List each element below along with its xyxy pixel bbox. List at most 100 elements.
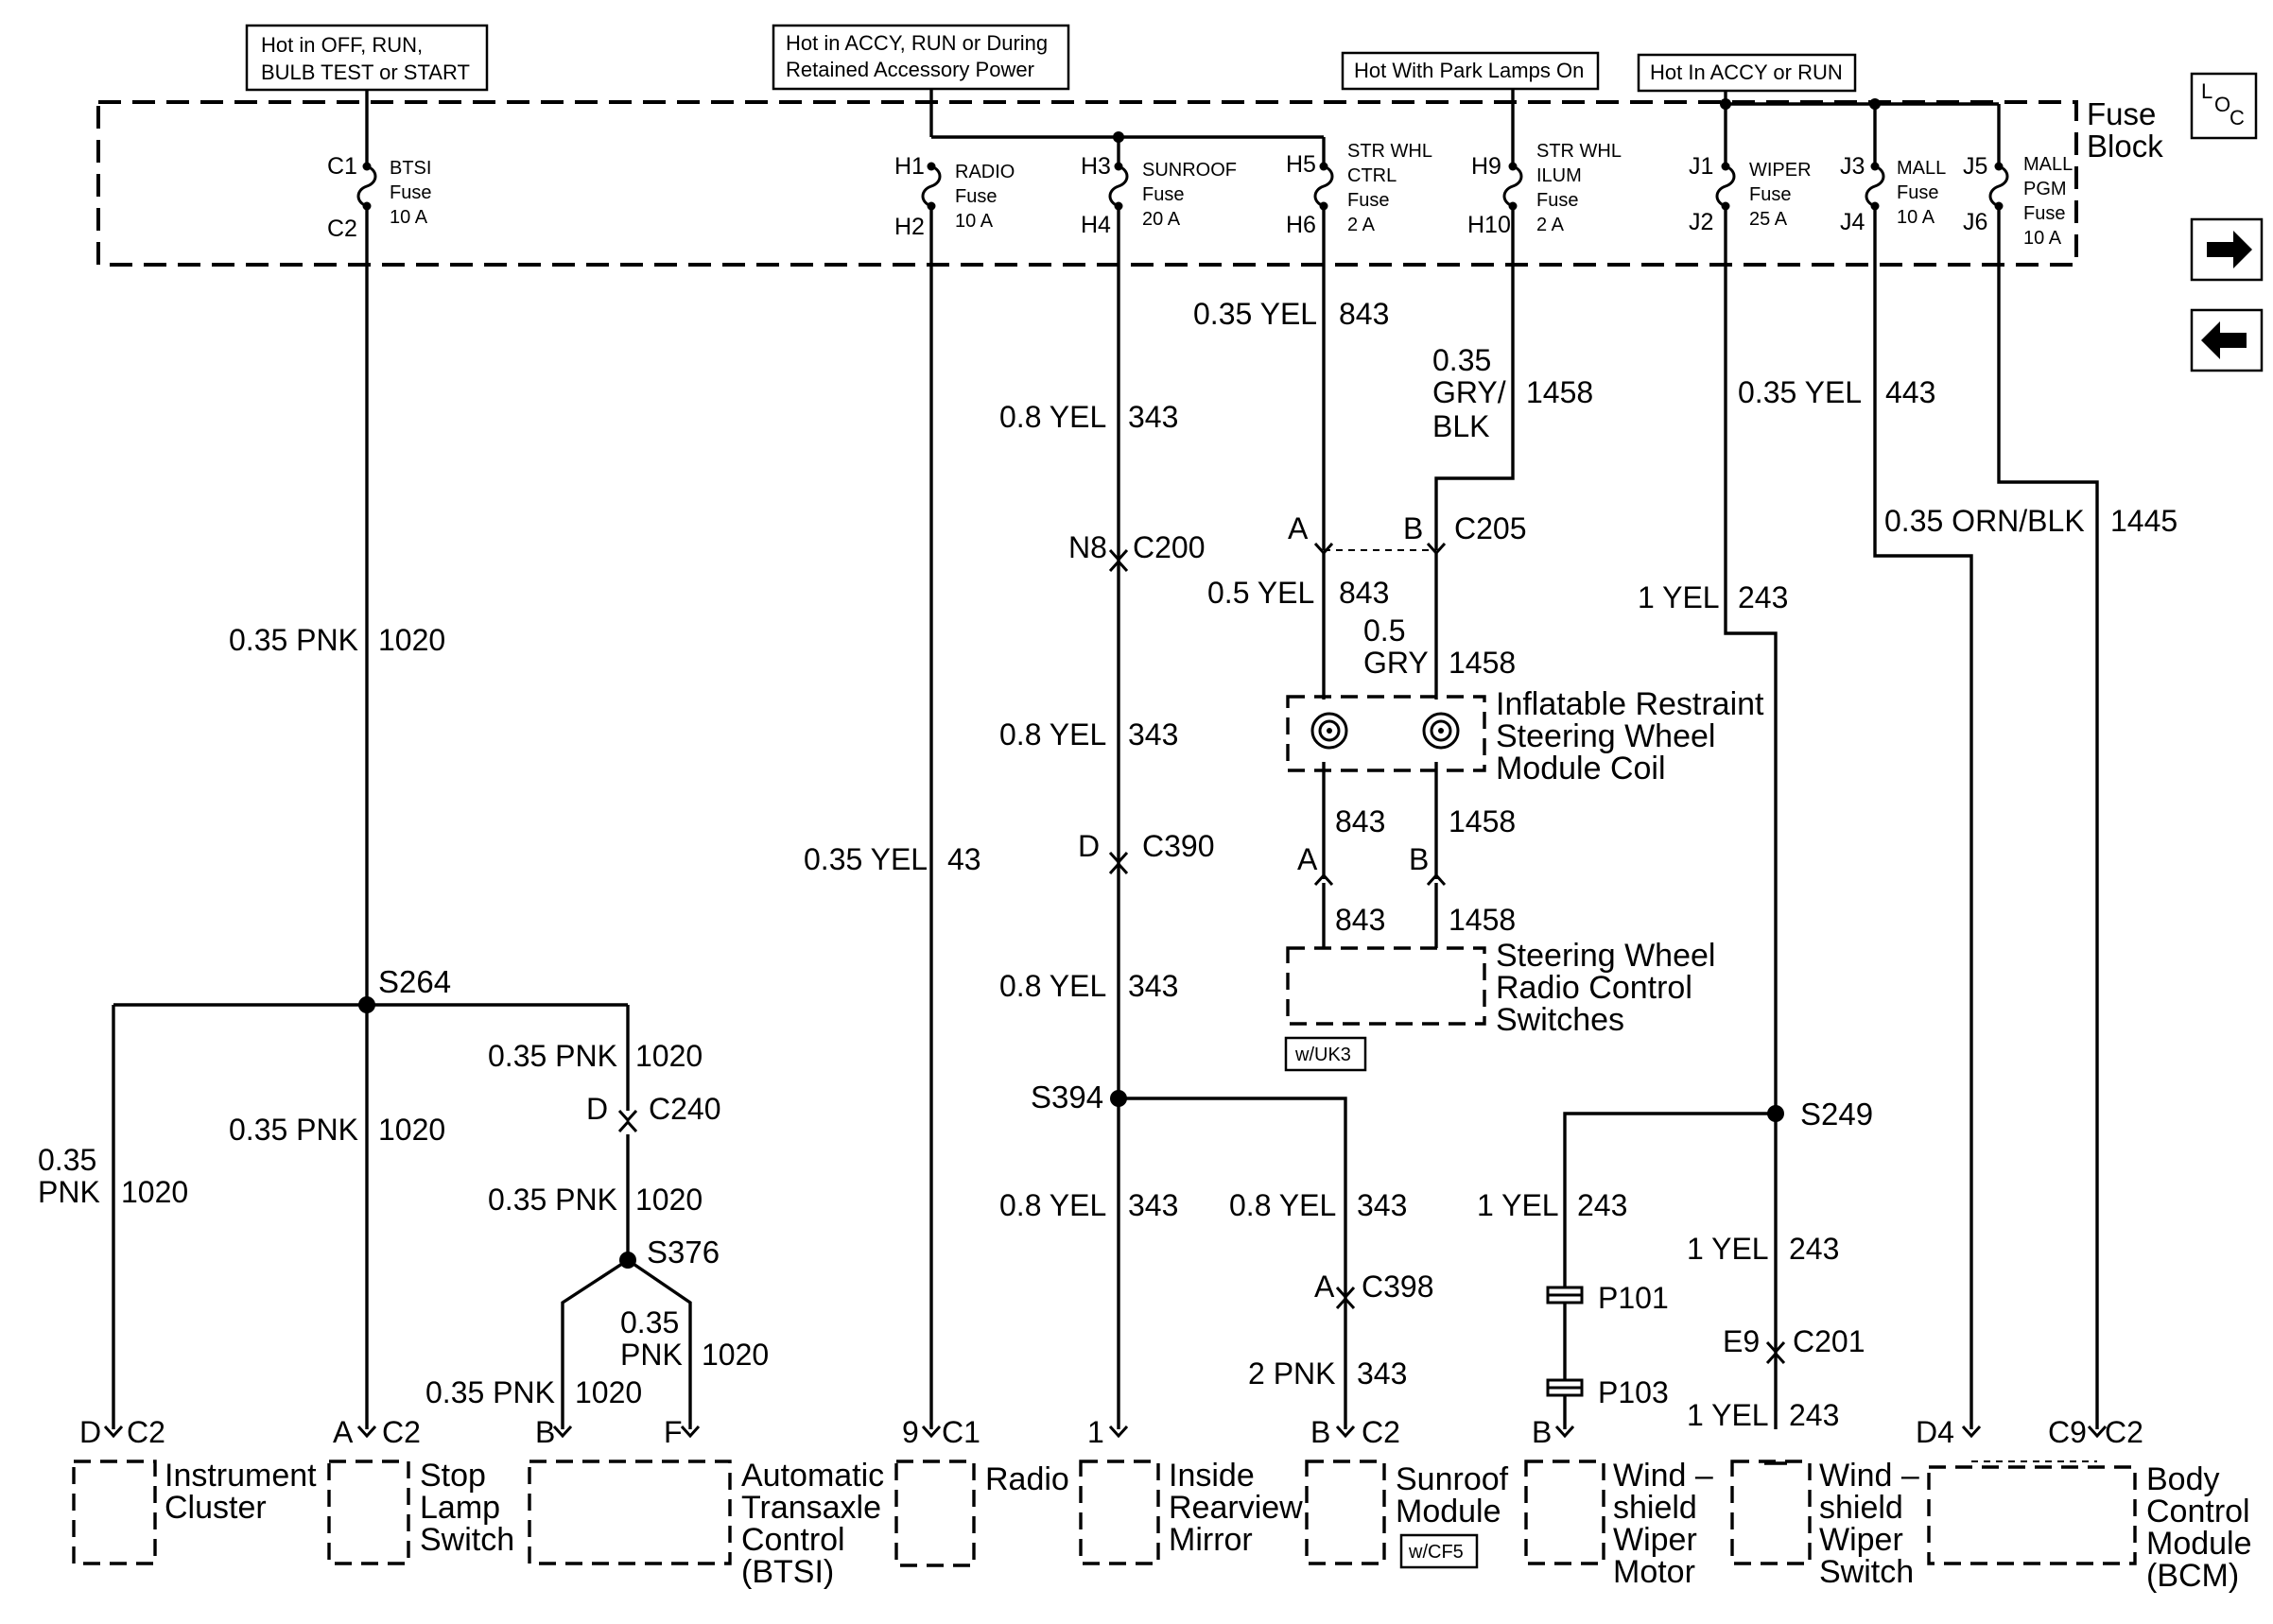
svg-text:1020: 1020 bbox=[635, 1183, 703, 1217]
arrow-left-icon bbox=[2201, 321, 2247, 359]
c205-label: C205 bbox=[1454, 511, 1527, 545]
svg-text:Instrument: Instrument bbox=[165, 1458, 317, 1494]
c205-pin-a: A bbox=[1288, 511, 1309, 545]
svg-text:843: 843 bbox=[1335, 903, 1385, 937]
svg-text:C2: C2 bbox=[382, 1415, 421, 1449]
fuse-str-whl-ctrl: H5 H6 STR WHL CTRL Fuse 2 A bbox=[1286, 141, 1432, 238]
svg-text:STR WHL: STR WHL bbox=[1347, 141, 1432, 162]
sunroof-module: B C2 Sunroof Module w/CF5 bbox=[1305, 1415, 1509, 1569]
fuse-block-outline bbox=[96, 100, 2078, 267]
splice-s249-label: S249 bbox=[1800, 1097, 1873, 1132]
svg-text:D4: D4 bbox=[1916, 1415, 1954, 1449]
svg-text:Switch: Switch bbox=[420, 1522, 514, 1558]
svg-text:Fuse: Fuse bbox=[390, 182, 431, 203]
svg-text:343: 343 bbox=[1128, 1188, 1178, 1222]
svg-text:0.35 PNK: 0.35 PNK bbox=[488, 1183, 617, 1217]
svg-text:Control: Control bbox=[2146, 1494, 2250, 1529]
svg-text:Rearview: Rearview bbox=[1169, 1490, 1303, 1526]
svg-text:Switches: Switches bbox=[1496, 1002, 1624, 1038]
svg-text:Fuse: Fuse bbox=[1897, 182, 1938, 203]
svg-text:shield: shield bbox=[1819, 1490, 1903, 1526]
next-page-button[interactable] bbox=[2190, 217, 2264, 282]
svg-text:25 A: 25 A bbox=[1749, 209, 1788, 230]
fuse-block-label: Fuse bbox=[2087, 96, 2156, 131]
svg-text:0.35: 0.35 bbox=[1432, 343, 1491, 377]
c240-label: C240 bbox=[649, 1092, 721, 1126]
svg-text:Motor: Motor bbox=[1613, 1554, 1695, 1590]
c390-pin: D bbox=[1078, 829, 1100, 863]
loc-button[interactable]: L O C bbox=[2190, 72, 2258, 140]
svg-text:GRY: GRY bbox=[1363, 646, 1429, 680]
previous-page-button[interactable] bbox=[2190, 308, 2264, 372]
automatic-transaxle-control: B F Automatic Transaxle Control (BTSI) bbox=[528, 1415, 884, 1590]
c201-pin: E9 bbox=[1723, 1324, 1760, 1358]
svg-text:Wiper: Wiper bbox=[1613, 1522, 1697, 1558]
svg-text:RADIO: RADIO bbox=[955, 162, 1015, 182]
splice-s264 bbox=[358, 996, 375, 1013]
svg-text:1 YEL: 1 YEL bbox=[1687, 1398, 1769, 1432]
svg-text:0.35 PNK: 0.35 PNK bbox=[488, 1039, 617, 1073]
svg-text:Fuse: Fuse bbox=[2023, 203, 2065, 224]
splice-s394-label: S394 bbox=[1031, 1080, 1103, 1114]
svg-text:Hot in ACCY, RUN or During: Hot in ACCY, RUN or During bbox=[786, 31, 1048, 55]
svg-text:1020: 1020 bbox=[635, 1039, 703, 1073]
svg-text:Steering Wheel: Steering Wheel bbox=[1496, 718, 1715, 754]
svg-text:0.8 YEL: 0.8 YEL bbox=[999, 1188, 1106, 1222]
radio-switches-label: Steering Wheel bbox=[1496, 938, 1715, 974]
svg-text:343: 343 bbox=[1128, 400, 1178, 434]
svg-text:J6: J6 bbox=[1963, 209, 1987, 235]
svg-text:43: 43 bbox=[947, 842, 981, 876]
svg-text:10 A: 10 A bbox=[2023, 228, 2062, 249]
p101-label: P101 bbox=[1598, 1281, 1669, 1315]
splice-s376-label: S376 bbox=[647, 1235, 720, 1270]
power-label-btsi: Hot in OFF, RUN, BULB TEST or START bbox=[245, 24, 489, 92]
coil-label: Inflatable Restraint bbox=[1496, 686, 1764, 722]
svg-text:MALL: MALL bbox=[2023, 154, 2073, 175]
svg-text:C2: C2 bbox=[2105, 1415, 2143, 1449]
svg-text:MALL: MALL bbox=[1897, 158, 1946, 179]
svg-text:H2: H2 bbox=[894, 214, 925, 240]
fuse-wiper: J1 J2 WIPER Fuse 25 A bbox=[1689, 153, 1812, 235]
c200-label: C200 bbox=[1133, 530, 1206, 564]
svg-text:0.8 YEL: 0.8 YEL bbox=[1229, 1188, 1336, 1222]
svg-text:B: B bbox=[1409, 842, 1429, 876]
svg-text:J5: J5 bbox=[1963, 153, 1987, 180]
svg-text:243: 243 bbox=[1738, 580, 1788, 614]
svg-text:1020: 1020 bbox=[702, 1338, 769, 1372]
radio: 9 C1 Radio bbox=[894, 1415, 1069, 1567]
c240-pin: D bbox=[586, 1092, 608, 1126]
svg-text:Radio Control: Radio Control bbox=[1496, 970, 1692, 1006]
fuse-radio: H1 H2 RADIO Fuse 10 A bbox=[894, 153, 1015, 240]
svg-text:Fuse: Fuse bbox=[1142, 184, 1184, 205]
svg-text:Inside: Inside bbox=[1169, 1458, 1255, 1494]
c200-pin: N8 bbox=[1068, 530, 1107, 564]
windshield-wiper-switch: Wind – shield Wiper Switch bbox=[1730, 1458, 1919, 1590]
svg-text:SUNROOF: SUNROOF bbox=[1142, 160, 1237, 181]
instrument-cluster: D C2 Instrument Cluster bbox=[72, 1415, 317, 1565]
svg-text:0.35 PNK: 0.35 PNK bbox=[229, 1113, 358, 1147]
splice-s264-label: S264 bbox=[378, 964, 451, 999]
svg-text:10 A: 10 A bbox=[1897, 207, 1935, 228]
splice-s376 bbox=[619, 1252, 636, 1269]
svg-text:C: C bbox=[2230, 106, 2245, 130]
svg-text:Transaxle: Transaxle bbox=[741, 1490, 881, 1526]
svg-text:J1: J1 bbox=[1689, 153, 1713, 180]
svg-text:PNK: PNK bbox=[620, 1338, 683, 1372]
svg-text:D: D bbox=[79, 1415, 101, 1449]
svg-text:0.8 YEL: 0.8 YEL bbox=[999, 717, 1106, 752]
svg-text:0.5 YEL: 0.5 YEL bbox=[1207, 576, 1314, 610]
svg-text:Wiper: Wiper bbox=[1819, 1522, 1903, 1558]
svg-text:1458: 1458 bbox=[1449, 804, 1516, 838]
svg-text:Module: Module bbox=[2146, 1526, 2252, 1562]
fuse-sunroof: H3 H4 SUNROOF Fuse 20 A bbox=[1081, 153, 1237, 238]
uk3-badge: w/UK3 bbox=[1284, 1036, 1367, 1072]
svg-text:0.35: 0.35 bbox=[38, 1143, 96, 1177]
c390-label: C390 bbox=[1142, 829, 1215, 863]
circuit-343 bbox=[1108, 206, 1356, 1438]
fuse-btsi: C1 C2 BTSI Fuse 10 A bbox=[327, 153, 431, 242]
svg-text:0.8 YEL: 0.8 YEL bbox=[999, 969, 1106, 1003]
svg-text:843: 843 bbox=[1339, 297, 1389, 331]
svg-text:Automatic: Automatic bbox=[741, 1458, 884, 1494]
svg-text:H1: H1 bbox=[894, 153, 925, 180]
